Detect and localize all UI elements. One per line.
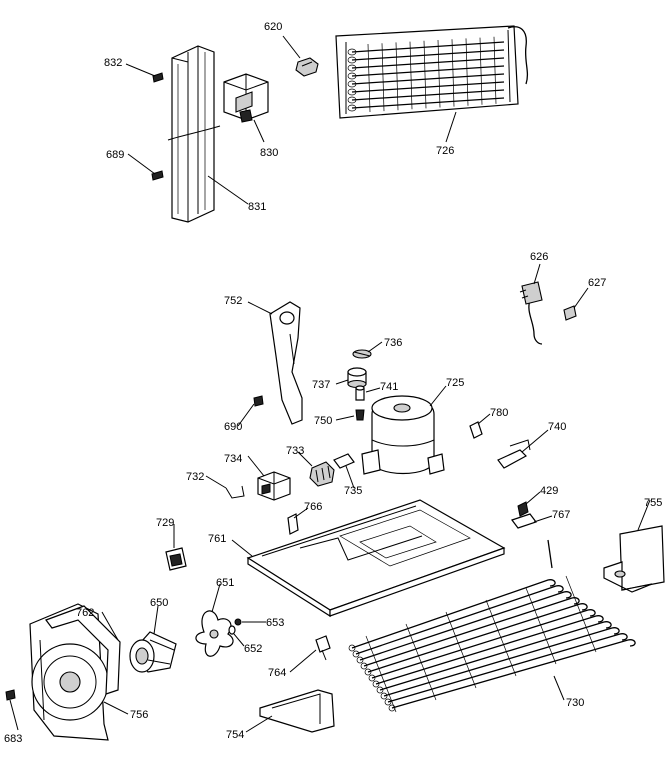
- label-620: 620: [264, 21, 282, 33]
- label-734: 734: [224, 453, 242, 465]
- label-627: 627: [588, 277, 606, 289]
- label-780: 780: [490, 407, 508, 419]
- clip-part-736: [352, 349, 372, 359]
- label-650: 650: [150, 597, 168, 609]
- label-740: 740: [548, 421, 566, 433]
- label-767: 767: [552, 509, 570, 521]
- label-733: 733: [286, 445, 304, 457]
- small-part-627: [563, 305, 577, 321]
- label-429: 429: [540, 485, 558, 497]
- clip-part-780: [469, 421, 483, 439]
- bracket-part-764: [315, 635, 331, 661]
- label-626: 626: [530, 251, 548, 263]
- label-831: 831: [248, 201, 266, 213]
- fan-motor-part-650: [129, 631, 177, 673]
- overload-part-734: [257, 471, 291, 501]
- capacitor-part-729: [165, 547, 187, 571]
- label-726: 726: [436, 145, 454, 157]
- screw-part-690: [253, 395, 264, 407]
- washer-part-652: [228, 625, 236, 635]
- bracket-part-755: [603, 525, 665, 593]
- clip-part-735: [333, 453, 355, 469]
- bracket-part-830: [223, 73, 269, 123]
- label-755: 755: [644, 497, 662, 509]
- label-762: 762: [76, 607, 94, 619]
- leader-lines: [9, 35, 651, 733]
- screw-part-832: [152, 72, 164, 83]
- label-766: 766: [304, 501, 322, 513]
- label-653: 653: [266, 617, 284, 629]
- label-690: 690: [224, 421, 242, 433]
- label-729: 729: [156, 517, 174, 529]
- label-732: 732: [186, 471, 204, 483]
- part-number-labels: 620 832 830 726 689 831 626 627 752 736 …: [4, 21, 662, 745]
- sleeve-part-741: [355, 385, 365, 401]
- base-pan-part-761: [246, 499, 506, 618]
- stud-part-750: [355, 409, 365, 421]
- compressor-part-725: [361, 395, 445, 475]
- label-736: 736: [384, 337, 402, 349]
- label-651: 651: [216, 577, 234, 589]
- label-764: 764: [268, 667, 286, 679]
- tube-coil-part-730: [348, 539, 636, 713]
- screw-part-429: [517, 501, 529, 517]
- clip-part-732: [225, 485, 245, 499]
- label-725: 725: [446, 377, 464, 389]
- bracket-part-766: [287, 513, 299, 535]
- label-830: 830: [260, 147, 278, 159]
- label-683: 683: [4, 733, 22, 745]
- grommet-part-737: [347, 367, 367, 389]
- relay-part-733: [309, 461, 335, 487]
- label-730: 730: [566, 697, 584, 709]
- drain-pan-part-754: [259, 689, 335, 733]
- fan-blade-part-651: [195, 610, 234, 657]
- bracket-part-767: [511, 513, 537, 529]
- label-737: 737: [312, 379, 330, 391]
- label-689: 689: [106, 149, 124, 161]
- condenser-part-726: [335, 25, 529, 119]
- channel-part-831: [167, 45, 221, 223]
- label-761: 761: [208, 533, 226, 545]
- gasket-part-762: [45, 605, 121, 695]
- fan-shroud-part-756: [29, 603, 109, 741]
- strap-part-752: [269, 301, 303, 425]
- small-part-620: [295, 57, 319, 77]
- screw-part-689: [151, 170, 164, 181]
- nut-part-653: [234, 618, 242, 626]
- label-752: 752: [224, 295, 242, 307]
- label-741: 741: [380, 381, 398, 393]
- label-754: 754: [226, 729, 244, 741]
- screw-part-683: [5, 689, 16, 701]
- label-832: 832: [104, 57, 122, 69]
- label-652: 652: [244, 643, 262, 655]
- cord-part-626: [519, 281, 543, 345]
- label-735: 735: [344, 485, 362, 497]
- label-750: 750: [314, 415, 332, 427]
- clip-part-740: [497, 439, 531, 469]
- label-756: 756: [130, 709, 148, 721]
